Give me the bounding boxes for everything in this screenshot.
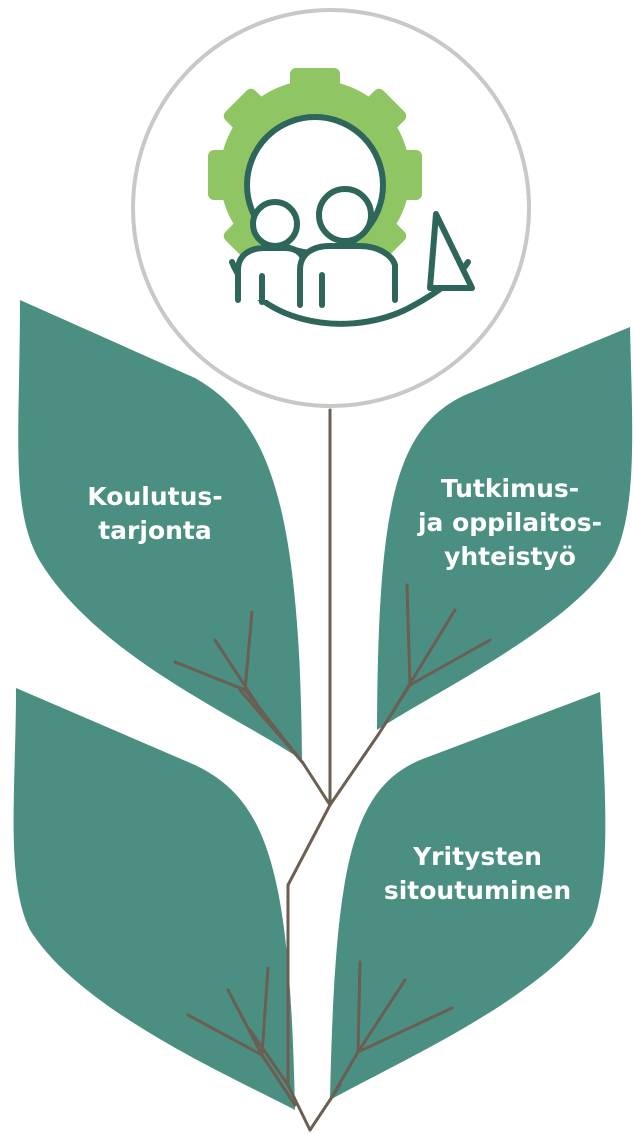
gear-people-cycle-icon xyxy=(208,68,475,327)
veins-top-right xyxy=(376,583,492,737)
stem xyxy=(238,408,380,1132)
leaf-label-bottom-right: Yritysten sitoutuminen xyxy=(370,840,585,908)
leaf-label-line: yhteistyö xyxy=(444,542,576,571)
leaf-label-top-right: Tutkimus- ja oppilaitos- yhteistyö xyxy=(395,472,625,574)
leaf-label-line: Koulutus- xyxy=(87,482,223,511)
leaf-label-line: tarjonta xyxy=(98,516,212,545)
leaf-label-line: Yritysten xyxy=(413,842,542,871)
leaf-top-right xyxy=(377,327,633,730)
leaf-label-line: Tutkimus- xyxy=(440,474,580,503)
veins-bottom-left xyxy=(186,966,297,1107)
veins-top-left xyxy=(173,610,305,765)
leaf-label-line: sitoutuminen xyxy=(383,876,572,905)
leaf-label-line: ja oppilaitos- xyxy=(417,508,603,537)
leaf-top-left xyxy=(18,300,303,760)
leaf-bottom-right xyxy=(330,692,606,1100)
leaf-label-top-left: Koulutus- tarjonta xyxy=(60,480,250,548)
veins-bottom-right xyxy=(328,960,454,1102)
leaf-bottom-left xyxy=(13,688,295,1110)
